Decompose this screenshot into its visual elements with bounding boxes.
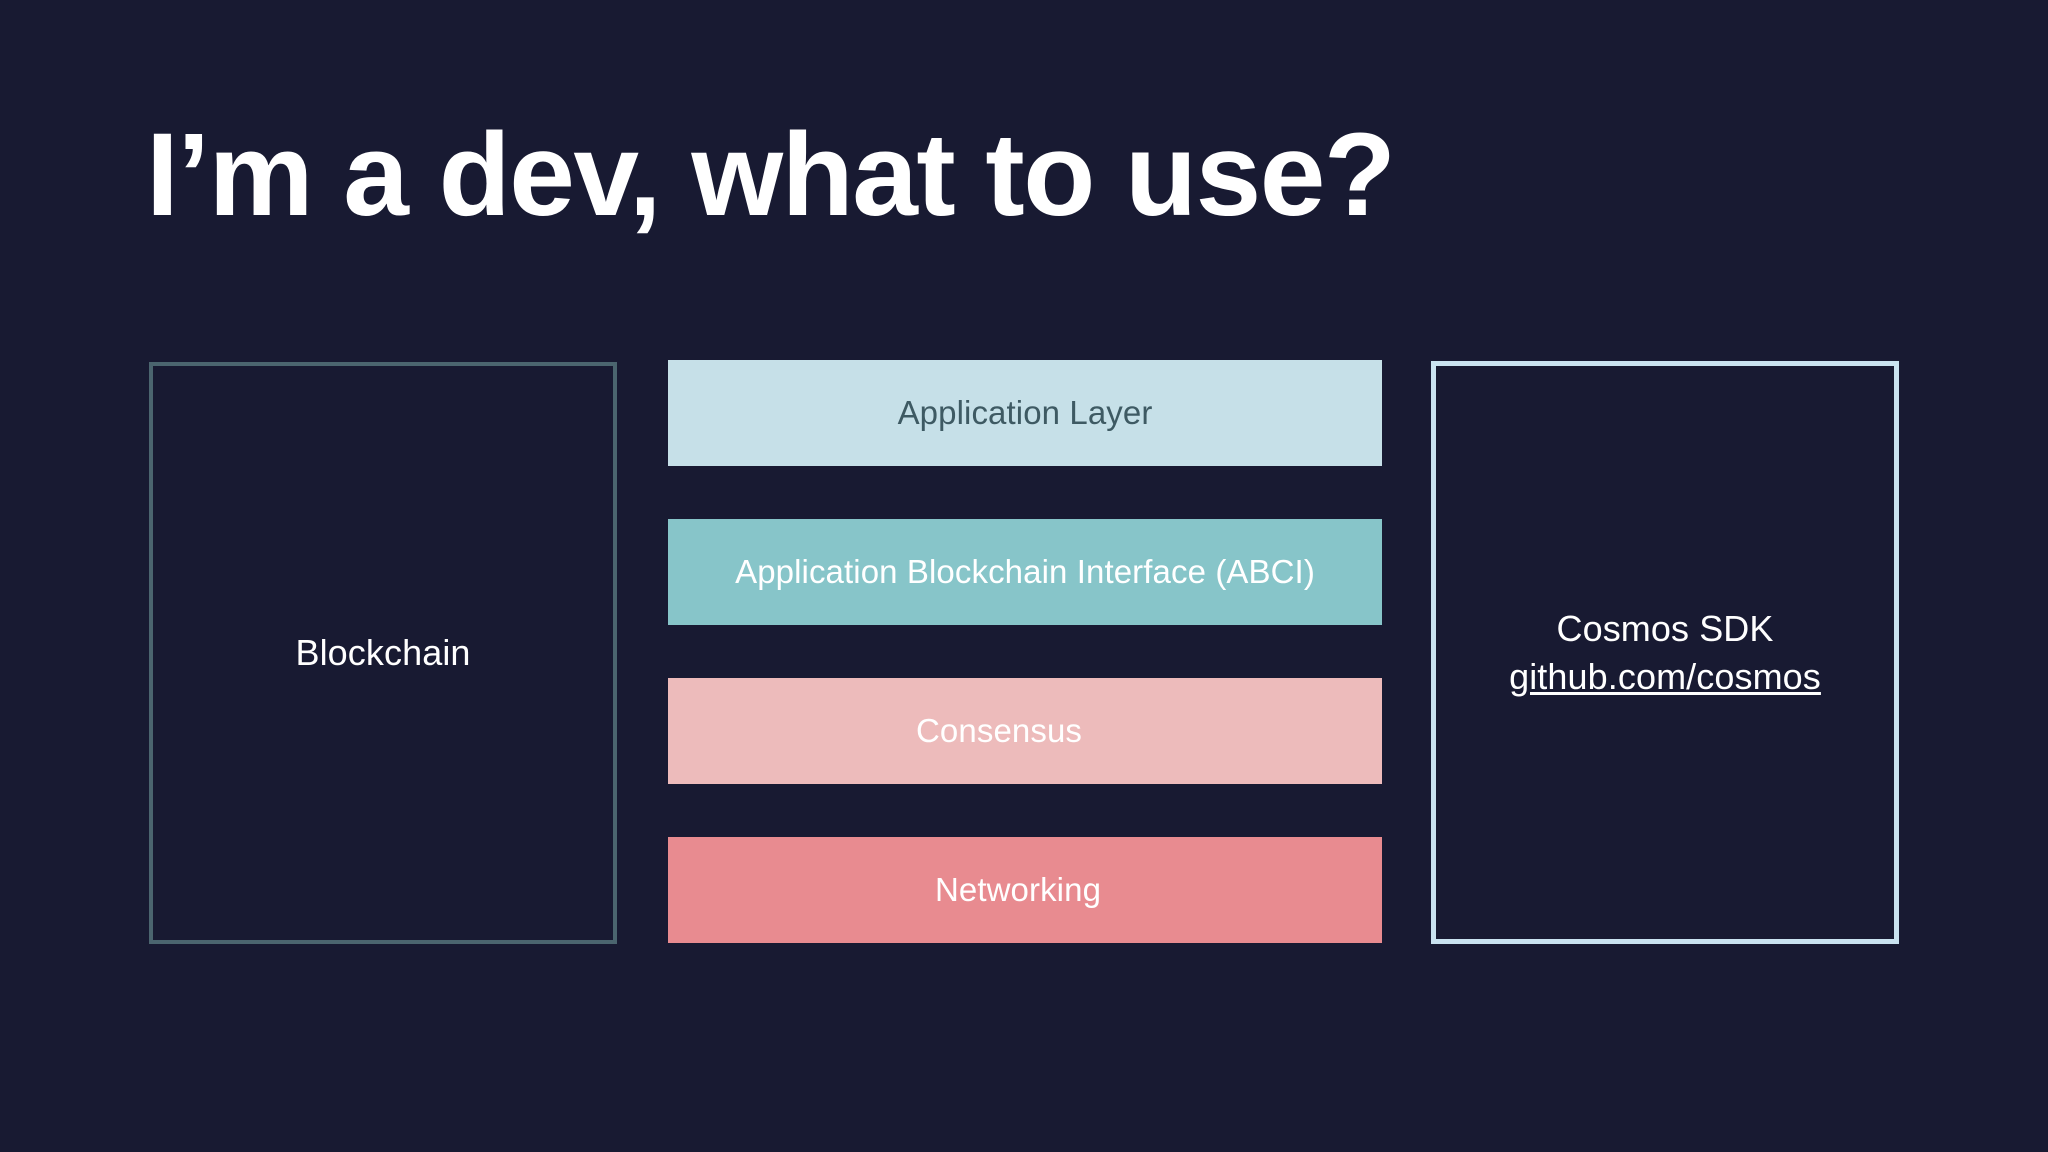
layer-consensus: Consensus xyxy=(668,678,1382,784)
layer-abci: Application Blockchain Interface (ABCI) xyxy=(668,519,1382,625)
blockchain-panel: Blockchain xyxy=(149,362,617,944)
diagram-area: Blockchain Application Layer Application… xyxy=(0,360,2048,952)
layer-application-label: Application Layer xyxy=(897,394,1153,431)
layer-networking-label: Networking xyxy=(934,871,1102,908)
layer-consensus-label: Consensus xyxy=(916,712,1082,749)
layer-application: Application Layer xyxy=(668,360,1382,466)
layer-networking: Networking xyxy=(668,837,1382,943)
layer-abci-label: Application Blockchain Interface (ABCI) xyxy=(735,553,1315,590)
cosmos-sdk-link[interactable]: github.com/cosmos xyxy=(1509,655,1821,697)
blockchain-panel-label: Blockchain xyxy=(295,632,471,674)
cosmos-sdk-title: Cosmos SDK xyxy=(1556,607,1774,649)
cosmos-sdk-panel: Cosmos SDK github.com/cosmos xyxy=(1431,361,1899,944)
layer-stack: Application Layer Application Blockchain… xyxy=(668,360,1382,943)
page-title: I’m a dev, what to use? xyxy=(146,109,1396,241)
